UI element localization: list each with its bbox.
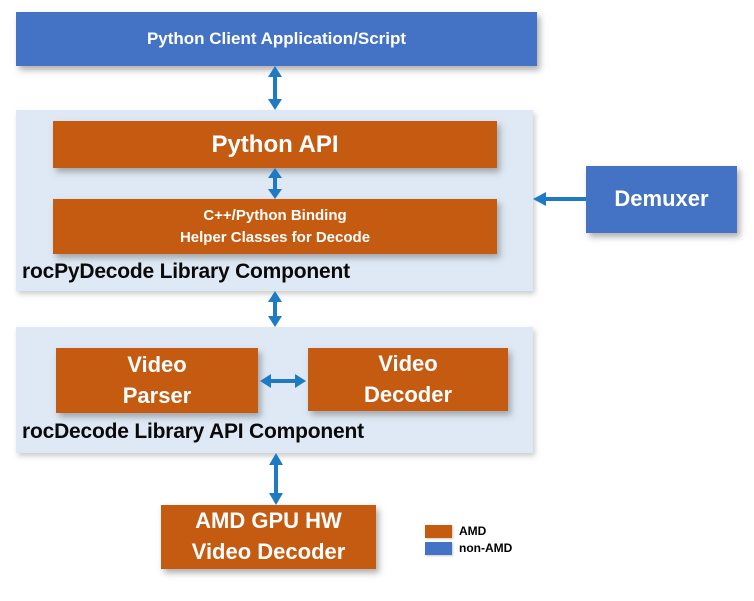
legend-swatch-nonamd <box>425 541 452 555</box>
python-api-label: Python API <box>211 130 339 158</box>
arrow-parser-decoder <box>260 374 306 388</box>
demuxer-label: Demuxer <box>614 186 709 212</box>
video-parser-line1: Video <box>127 351 187 377</box>
legend-row-nonamd: non-AMD <box>425 541 512 555</box>
legend-swatch-amd <box>425 524 452 538</box>
video-decoder-line2: Decoder <box>363 381 453 407</box>
arrow-client-rocpydecode <box>268 66 282 110</box>
python-client-application-box: Python Client Application/Script <box>16 12 537 66</box>
python-api-box: Python API <box>53 121 497 168</box>
python-client-application-label: Python Client Application/Script <box>146 29 407 48</box>
video-decoder-line1: Video <box>378 350 438 376</box>
video-decoder-box: Video Decoder <box>308 348 508 411</box>
rocdecode-container-label: rocDecode Library API Component <box>22 420 364 443</box>
arrow-rocdecode-gpu <box>269 453 283 505</box>
gpu-decoder-line1: AMD GPU HW <box>195 508 342 534</box>
binding-label-line2: Helper Classes for Decode <box>179 228 371 246</box>
legend-label-amd: AMD <box>459 524 487 538</box>
legend-label-nonamd: non-AMD <box>459 541 513 555</box>
arrow-rocpydecode-rocdecode <box>268 291 282 327</box>
amd-gpu-hw-decoder-box: AMD GPU HW Video Decoder <box>161 505 376 569</box>
demuxer-box: Demuxer <box>586 166 737 233</box>
cpp-python-binding-box: C++/Python Binding Helper Classes for De… <box>53 199 497 254</box>
video-parser-line2: Parser <box>122 382 192 408</box>
video-parser-box: Video Parser <box>56 348 258 413</box>
legend-row-amd: AMD <box>425 524 512 538</box>
arrow-pythonapi-binding <box>268 168 282 199</box>
legend: AMD non-AMD <box>425 524 512 558</box>
arrow-demuxer-rocpydecode <box>533 192 586 206</box>
binding-label-line1: C++/Python Binding <box>203 206 347 224</box>
rocpydecode-container-label: rocPyDecode Library Component <box>22 260 350 283</box>
gpu-decoder-line2: Video Decoder <box>191 539 346 564</box>
